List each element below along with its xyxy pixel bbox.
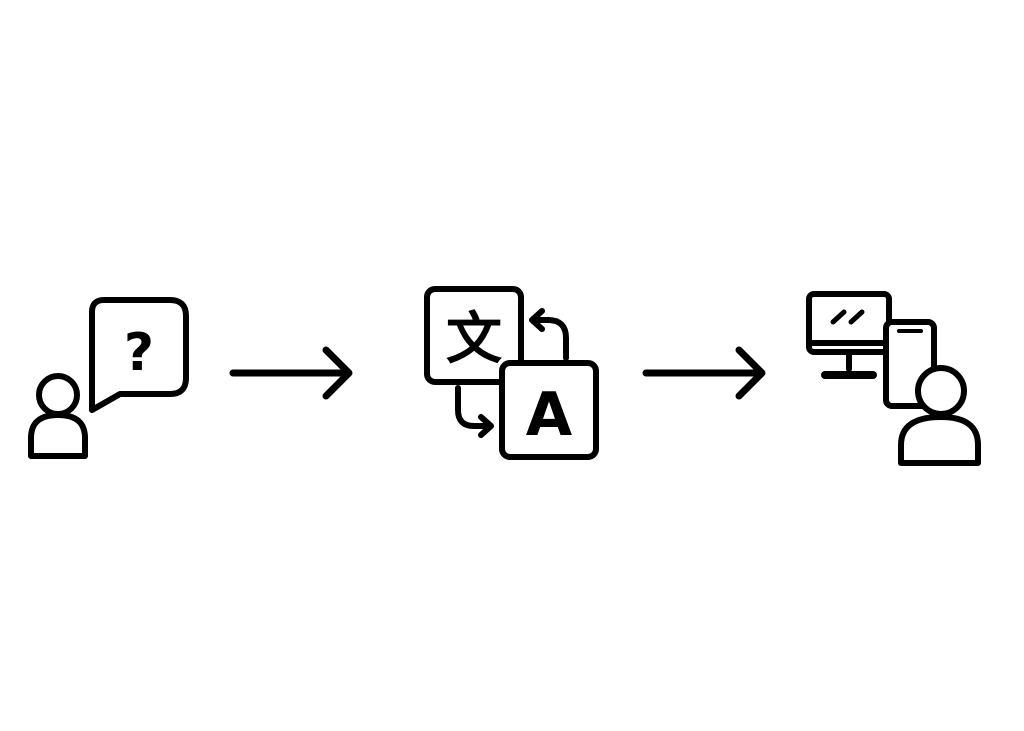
target-language-card: [499, 360, 599, 460]
right-arrow-icon: [229, 346, 353, 400]
person-head: [36, 373, 80, 417]
person-with-devices-icon: [806, 291, 981, 466]
source-language-symbol: 文: [446, 307, 502, 372]
person-body: [28, 412, 88, 459]
speech-bubble-icon: [89, 297, 189, 413]
question-mark-symbol: ?: [124, 323, 154, 383]
target-language-symbol: A: [526, 380, 573, 450]
right-arrow-icon: [642, 346, 766, 400]
swap-arrow-top: [531, 317, 569, 361]
person-asking-question-icon: ?: [28, 297, 189, 459]
translate-icon: 文 A: [424, 286, 599, 460]
person-body: [898, 414, 981, 466]
swap-arrow-bottom: [455, 385, 491, 429]
source-language-card: [424, 286, 524, 385]
person-head: [915, 365, 967, 417]
